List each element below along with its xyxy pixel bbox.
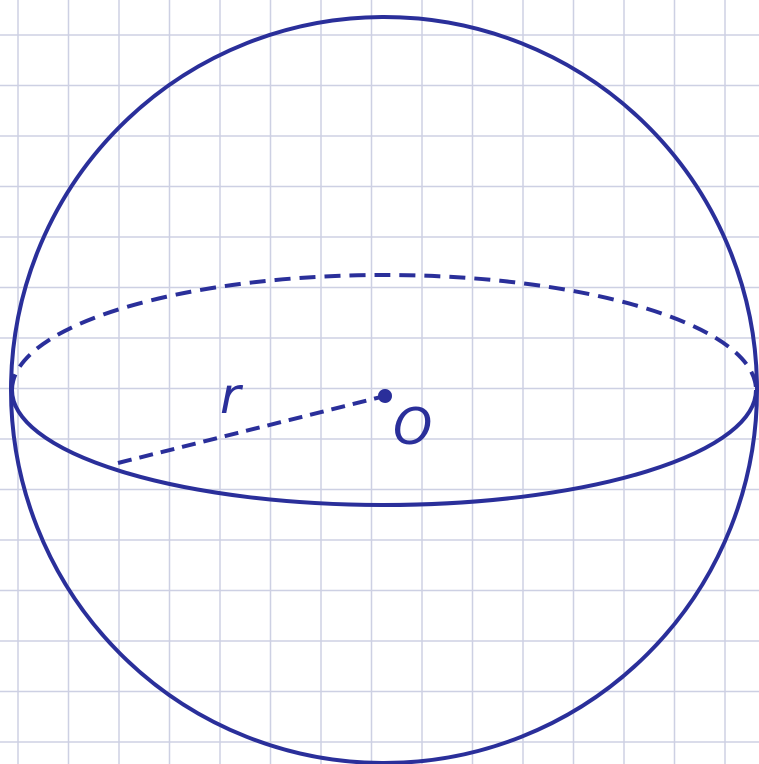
center-point <box>378 389 392 403</box>
equator-back-dashed <box>10 273 758 391</box>
radius-line <box>117 394 386 465</box>
radius-label: r <box>220 367 244 425</box>
sphere-outline <box>9 15 759 764</box>
center-label: O <box>393 398 432 456</box>
equator-front-solid <box>10 389 758 507</box>
